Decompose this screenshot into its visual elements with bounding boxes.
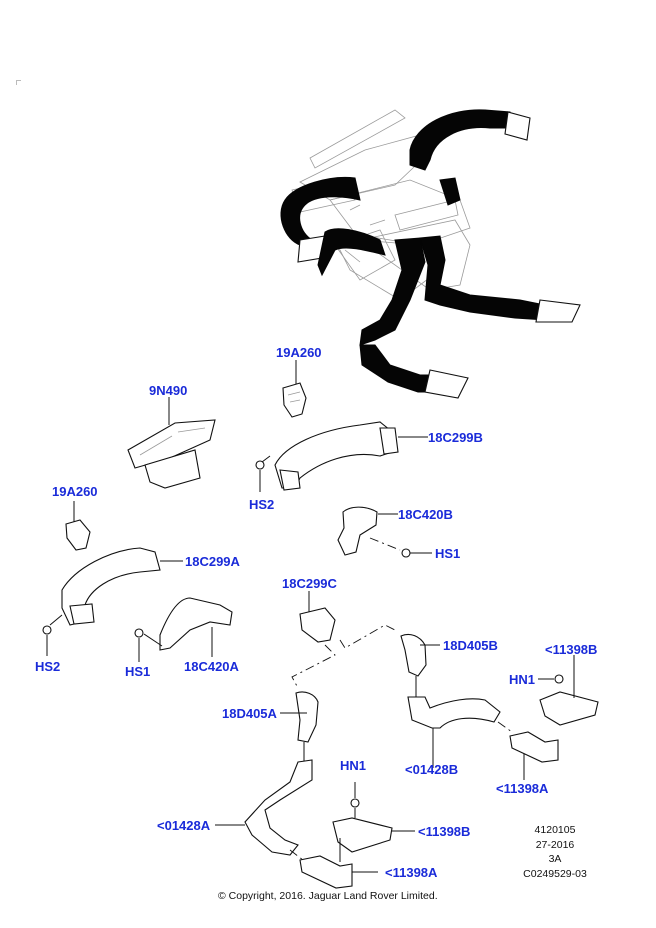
copyright-notice: © Copyright, 2016. Jaguar Land Rover Lim… [218,890,438,902]
part-9N490 [127,397,216,489]
callout-HS2-upper: HS2 [249,497,275,512]
callout-HS1-right: HS1 [435,546,461,561]
callout-18C299C: 18C299C [282,576,337,591]
callout-19A260-lower: 19A260 [52,484,98,499]
illustration-date-code: 27-2016 [535,838,575,851]
crop-mark [16,80,21,85]
illustration-number: 4120105 [534,824,576,836]
part-19A260-lower [65,501,91,551]
part-18C420B [337,506,432,558]
part-11398B-upper [538,655,599,726]
callout-11398B-upper: <11398B [545,642,598,657]
part-18C299A [42,547,183,656]
callout-HS1-left: HS1 [125,664,151,679]
main-duct-network [280,109,581,399]
callout-HS2-lower: HS2 [35,659,61,674]
callout-18C299A: 18C299A [185,554,240,569]
part-19A260-upper [282,360,307,418]
part-11398A-upper [497,721,559,780]
callout-11398A-lower: <11398A [385,865,438,880]
part-11398B-lower [332,782,415,853]
callout-18C420A: 18C420A [184,659,239,674]
part-11398A-lower [289,838,378,889]
callout-18D405A: 18D405A [222,706,277,721]
callout-9N490: 9N490 [149,383,188,398]
callout-19A260-upper: 19A260 [276,345,322,360]
part-01428B [407,696,501,768]
part-01428A [215,759,313,856]
callout-01428A: <01428A [157,818,211,833]
callout-HN1-lower: HN1 [340,758,367,773]
drawing-reference-block: 4120105 27-2016 3A C0249529-03 [500,823,610,881]
callout-11398A-upper: <11398A [496,781,549,796]
part-18C420A [134,597,233,662]
callout-18C420B: 18C420B [398,507,453,522]
drawing-id: C0249529-03 [523,867,587,880]
callout-01428B: <01428B [405,762,459,777]
part-18D405A [280,691,319,762]
callout-18D405B: 18D405B [443,638,498,653]
callout-11398B-lower: <11398B [418,824,471,839]
part-18C299B [255,421,428,492]
part-18D405B [400,633,440,697]
revision-code: 3A [548,853,562,865]
part-18C299C [291,591,396,689]
callout-HN1-upper: HN1 [509,672,536,687]
callout-18C299B: 18C299B [428,430,483,445]
